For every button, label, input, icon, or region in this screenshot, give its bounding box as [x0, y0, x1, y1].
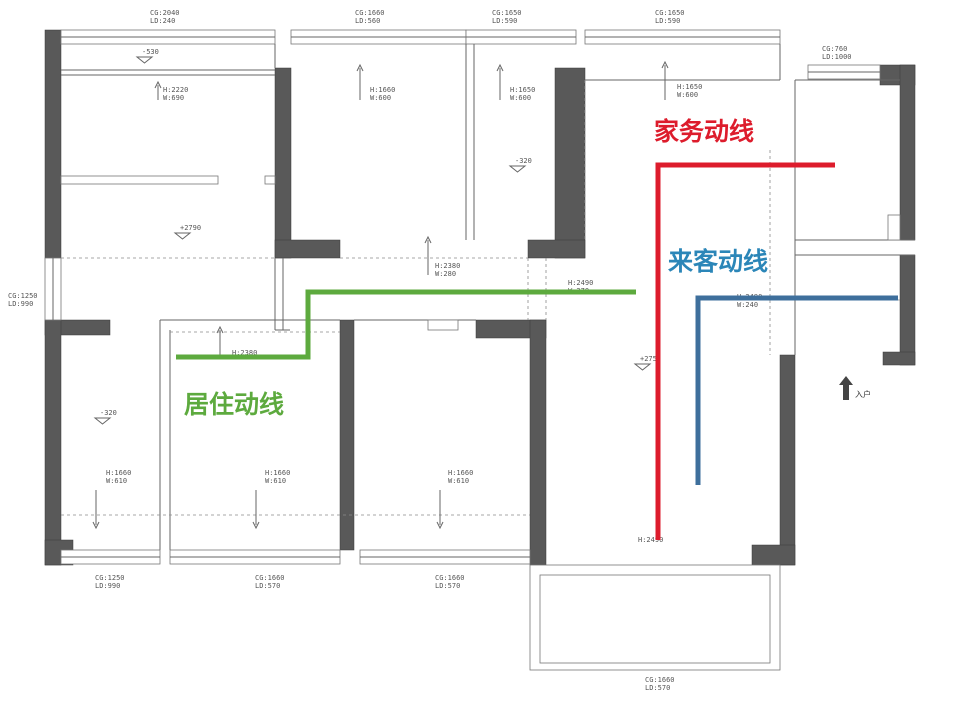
entrance-arrow-icon	[839, 376, 853, 400]
note-win-bot-2-ld: LD:570	[255, 582, 280, 590]
wall-room2-left	[274, 67, 292, 259]
up-arrow-icon	[154, 80, 162, 89]
note-level-275: +275	[640, 355, 657, 363]
note-win-bot-2-cg: CG:1660	[255, 574, 285, 582]
note-door-l: H:2490	[638, 536, 663, 544]
note-win-top-5-cg: CG:760	[822, 45, 847, 53]
wall-left-upper	[44, 29, 62, 259]
note-door-b-w: W:600	[370, 94, 391, 102]
note-win-left-cg: CG:1250	[8, 292, 38, 300]
up-arrow-icon	[356, 63, 364, 72]
guest-flow-line	[695, 295, 898, 485]
note-level-530: -530	[142, 48, 159, 56]
wall-living-right	[779, 354, 796, 566]
note-door-c-w: W:600	[510, 94, 531, 102]
note-win-top-5-ld: LD:1000	[822, 53, 852, 61]
note-door-h: H:2380	[232, 349, 257, 357]
note-door-d-h: H:1650	[677, 83, 702, 91]
partition-shelf	[60, 175, 219, 185]
down-arrow-icon	[92, 521, 100, 530]
note-win-top-2-ld: LD:560	[355, 17, 380, 25]
note-win-top-4-ld: LD:590	[655, 17, 680, 25]
thin-walls	[44, 29, 915, 671]
level-marker-icon	[135, 56, 154, 64]
note-win-top-3-ld: LD:590	[492, 17, 517, 25]
note-level-2790: +2790	[180, 224, 201, 232]
wall-room5-left	[339, 319, 355, 551]
household-flow-label: 家务动线	[654, 117, 754, 146]
note-win-bot-4-ld: LD:570	[645, 684, 670, 692]
walls	[44, 29, 916, 566]
note-win-bot-3-cg: CG:1660	[435, 574, 465, 582]
wall-entry-right	[899, 254, 916, 366]
note-win-top-3-cg: CG:1650	[492, 9, 522, 17]
note-win-top-4-cg: CG:1650	[655, 9, 685, 17]
note-door-j-w: W:610	[265, 477, 286, 485]
down-arrow-icon	[252, 521, 260, 530]
living-flow-line	[176, 289, 636, 360]
down-arrow-icon	[436, 521, 444, 530]
note-door-d-w: W:600	[677, 91, 698, 99]
note-door-j-h: H:1660	[265, 469, 290, 477]
note-door-k-w: W:610	[448, 477, 469, 485]
guest-flow-label: 来客动线	[668, 247, 768, 276]
wall-living-corner	[751, 544, 796, 566]
note-door-a-w: W:690	[163, 94, 184, 102]
note-win-bot-4-cg: CG:1660	[645, 676, 675, 684]
wall-entry-bottom	[882, 351, 916, 366]
wall-room3-bottom	[527, 239, 586, 259]
note-door-k-h: H:1660	[448, 469, 473, 477]
dashed-lines	[61, 80, 900, 516]
note-win-left-ld: LD:990	[8, 300, 33, 308]
wall-left-lower	[44, 319, 62, 566]
note-door-i-w: W:610	[106, 477, 127, 485]
wall-kitchen-right	[899, 64, 916, 241]
note-win-top-1-ld: LD:240	[150, 17, 175, 25]
wall-room2-bottom	[274, 239, 341, 259]
level-marker-icon	[173, 232, 192, 240]
wall-room6-right	[529, 319, 547, 566]
note-door-e-w: W:280	[435, 270, 456, 278]
flow-lines: 家务动线 来客动线 居住动线	[176, 117, 898, 540]
note-door-i-h: H:1660	[106, 469, 131, 477]
note-door-e-h: H:2380	[435, 262, 460, 270]
note-door-b-h: H:1660	[370, 86, 395, 94]
up-arrow-icon	[216, 325, 224, 334]
note-level-320-top: -320	[515, 157, 532, 165]
note-win-top-1-cg: CG:2040	[150, 9, 180, 17]
note-door-c-h: H:1650	[510, 86, 535, 94]
wall-room3-right	[554, 67, 586, 259]
level-marker-icon	[93, 417, 112, 425]
note-win-bot-3-ld: LD:570	[435, 582, 460, 590]
up-arrow-icon	[424, 235, 432, 244]
note-win-bot-1-cg: CG:1250	[95, 574, 125, 582]
level-marker-icon	[633, 363, 652, 371]
household-flow-line	[655, 162, 835, 540]
living-flow-label: 居住动线	[184, 390, 284, 419]
entrance-label: 入户	[855, 389, 871, 399]
note-level-320-left: -320	[100, 409, 117, 417]
up-arrow-icon	[661, 60, 669, 69]
note-door-g-w: W:240	[737, 301, 758, 309]
entrance: 入户	[839, 376, 871, 400]
level-marker-icon	[508, 165, 527, 173]
up-arrow-icon	[496, 63, 504, 72]
note-door-a-h: H:2220	[163, 86, 188, 94]
note-win-bot-1-ld: LD:990	[95, 582, 120, 590]
note-win-top-2-cg: CG:1660	[355, 9, 385, 17]
note-door-f-h: H:2490	[568, 279, 593, 287]
